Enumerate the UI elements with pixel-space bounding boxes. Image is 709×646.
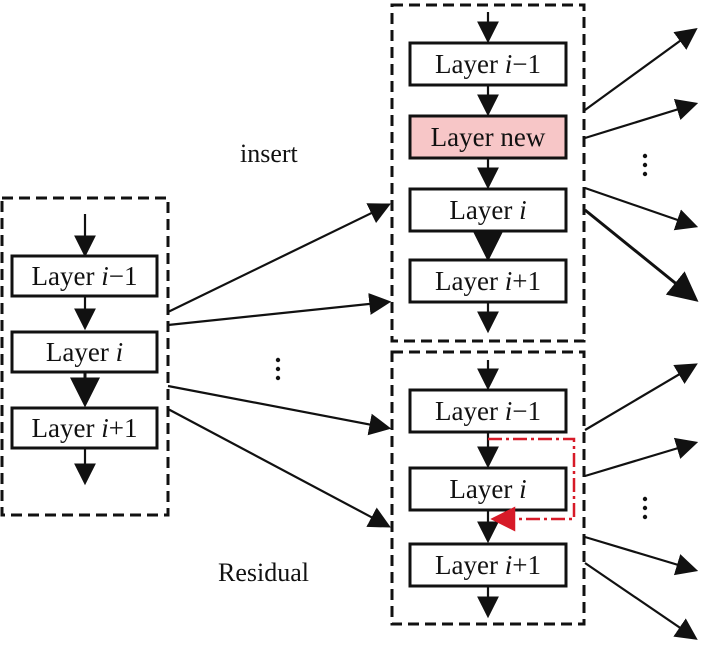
left-stack-frame bbox=[0, 196, 170, 517]
top-layer-current-label: Layer i bbox=[449, 195, 526, 225]
bottom-output-connection-2 bbox=[584, 437, 699, 478]
vertical-ellipsis-middle bbox=[275, 357, 281, 381]
bottom-output-connection-4 bbox=[584, 562, 698, 640]
left-layer-prev-label: Layer i−1 bbox=[32, 261, 138, 291]
left-layer-next-box bbox=[10, 406, 159, 450]
left-layer-prev-box bbox=[10, 254, 159, 298]
bottom-layer-current-label: Layer i bbox=[449, 474, 526, 504]
ellipsis-dot-middle-2 bbox=[275, 366, 281, 372]
bottom-right-layer-stack: Layer i−1 Layer i Layer i+1 bbox=[390, 350, 586, 626]
vertical-ellipsis-top-right bbox=[642, 153, 648, 177]
left-layer-next-label: Layer i+1 bbox=[32, 413, 138, 443]
top-output-connections bbox=[584, 28, 699, 302]
top-output-connection-1 bbox=[584, 28, 698, 111]
vertical-ellipsis-bottom-right bbox=[642, 496, 648, 520]
bottom-layer-current-box bbox=[408, 466, 568, 512]
top-stack-frame bbox=[390, 3, 586, 343]
top-layer-next-box bbox=[408, 258, 568, 304]
top-layer-prev-label: Layer i−1 bbox=[435, 49, 541, 79]
left-layer-current-label: Layer i bbox=[46, 337, 123, 367]
left-layer-stack: Layer i−1 Layer i Layer i+1 bbox=[0, 196, 170, 517]
ellipsis-dot-top-2 bbox=[642, 162, 648, 168]
insert-arrow bbox=[167, 203, 391, 313]
bottom-layer-prev-label: Layer i−1 bbox=[435, 396, 541, 426]
ellipsis-dot-middle-1 bbox=[275, 357, 281, 363]
ellipsis-dot-top-3 bbox=[642, 171, 648, 177]
residual-label: Residual bbox=[218, 558, 309, 587]
top-layer-new-label: Layer new bbox=[431, 122, 546, 152]
residual-upper-arrow bbox=[167, 384, 392, 436]
ellipsis-dot-top-1 bbox=[642, 153, 648, 159]
top-output-connection-4 bbox=[584, 208, 699, 302]
insert-label: insert bbox=[240, 139, 299, 168]
bottom-output-connections bbox=[584, 363, 699, 640]
residual-lower-arrow bbox=[167, 408, 391, 528]
top-output-connection-3 bbox=[584, 186, 699, 231]
top-layer-next-label: Layer i+1 bbox=[435, 266, 541, 296]
top-output-connection-2 bbox=[584, 99, 699, 140]
top-right-layer-stack: Layer i−1 Layer new Layer i Layer i+1 bbox=[390, 3, 586, 343]
left-layer-current-box bbox=[10, 330, 159, 374]
residual-connection bbox=[488, 437, 576, 532]
bottom-stack-frame bbox=[390, 350, 586, 626]
bottom-output-connection-3 bbox=[584, 535, 699, 576]
ellipsis-dot-middle-3 bbox=[275, 375, 281, 381]
bottom-layer-prev-box bbox=[408, 388, 568, 434]
ellipsis-dot-bottom-2 bbox=[642, 505, 648, 511]
ellipsis-dot-bottom-1 bbox=[642, 496, 648, 502]
bottom-layer-next-label: Layer i+1 bbox=[435, 550, 541, 580]
insert-lower-arrow bbox=[167, 293, 392, 327]
ellipsis-dot-bottom-3 bbox=[642, 514, 648, 520]
bottom-output-connection-1 bbox=[584, 363, 698, 431]
left-to-right-connections bbox=[167, 203, 392, 528]
